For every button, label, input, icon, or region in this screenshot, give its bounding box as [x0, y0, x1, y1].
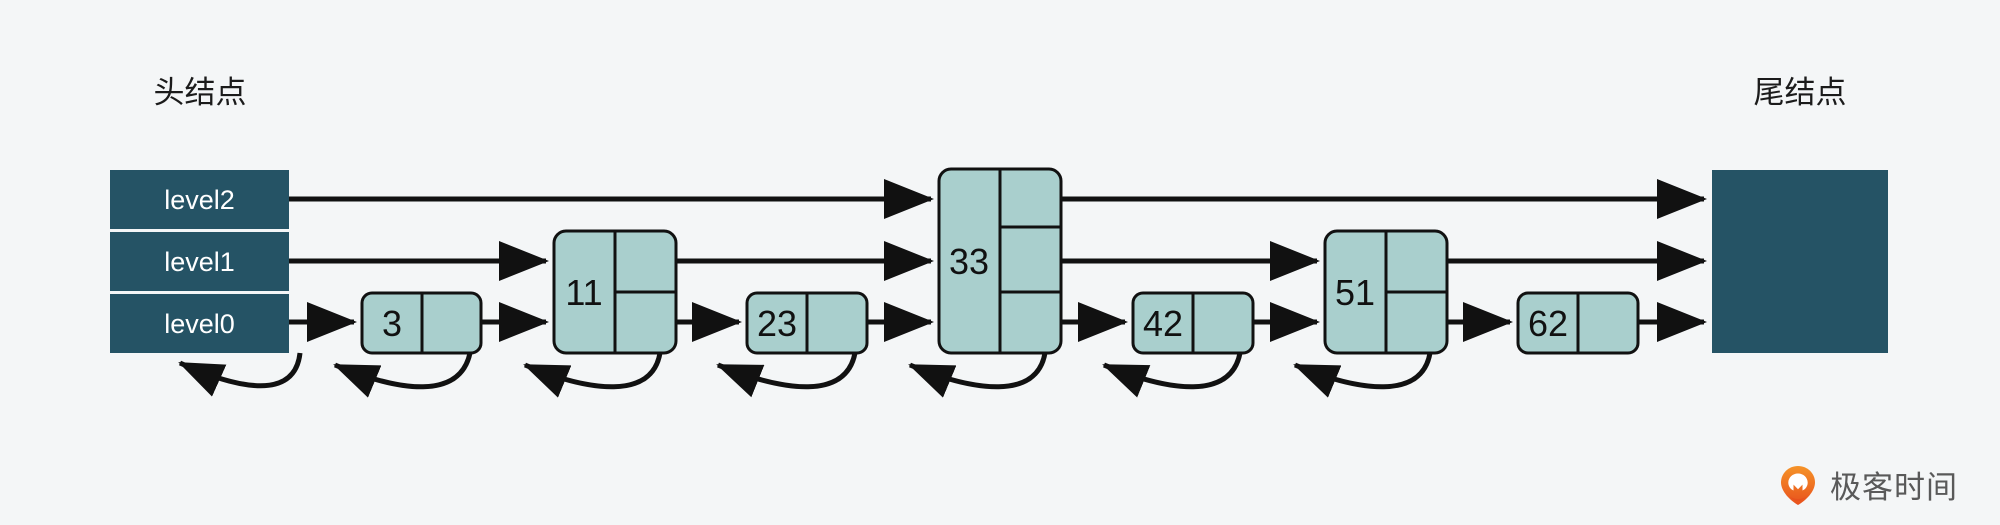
node-11-key: 11	[565, 272, 602, 313]
back-link-51-to-42	[1102, 352, 1243, 398]
node-51[interactable]: 51	[1323, 229, 1449, 355]
node-42[interactable]: 42	[1131, 291, 1255, 355]
node-62-key: 62	[1528, 303, 1568, 344]
node-11[interactable]: 11	[552, 229, 678, 355]
head-caption: 头结点	[154, 75, 247, 111]
backward-links	[178, 352, 1433, 398]
tail-sentinel[interactable]	[1712, 170, 1888, 353]
head-cell-level2-label: level2	[164, 185, 235, 215]
head-cell-level1-label: level1	[164, 247, 235, 277]
back-link-11-to-3	[333, 352, 473, 398]
tail-sentinel-box[interactable]	[1712, 170, 1888, 353]
geekbang-pin-icon	[1781, 465, 1815, 505]
node-3[interactable]: 3	[360, 291, 483, 355]
head-cell-level0-label: level0	[164, 309, 235, 339]
head-cell-level1[interactable]	[110, 232, 289, 291]
brand-watermark: 极客时间	[1776, 462, 1958, 507]
tail-caption: 尾结点	[1754, 75, 1847, 111]
head-sentinel[interactable]: level2 level1 level0	[110, 170, 289, 353]
node-33-key: 33	[949, 241, 989, 282]
back-link-33-to-23	[716, 352, 858, 398]
back-link-42-to-33	[908, 352, 1048, 398]
brand-name-label: 极客时间	[1830, 470, 1958, 506]
node-42-key: 42	[1143, 303, 1183, 344]
node-33[interactable]: 33	[937, 167, 1063, 355]
node-23-key: 23	[757, 303, 797, 344]
back-link-23-to-11	[523, 352, 663, 398]
back-link-62-to-51	[1293, 352, 1433, 398]
node-51-key: 51	[1335, 272, 1375, 313]
node-62[interactable]: 62	[1516, 291, 1640, 355]
back-link-3-to-head	[178, 352, 303, 397]
node-23[interactable]: 23	[745, 291, 869, 355]
head-cell-level2[interactable]	[110, 170, 289, 229]
head-cell-level0[interactable]	[110, 294, 289, 353]
node-3-key: 3	[382, 303, 402, 344]
